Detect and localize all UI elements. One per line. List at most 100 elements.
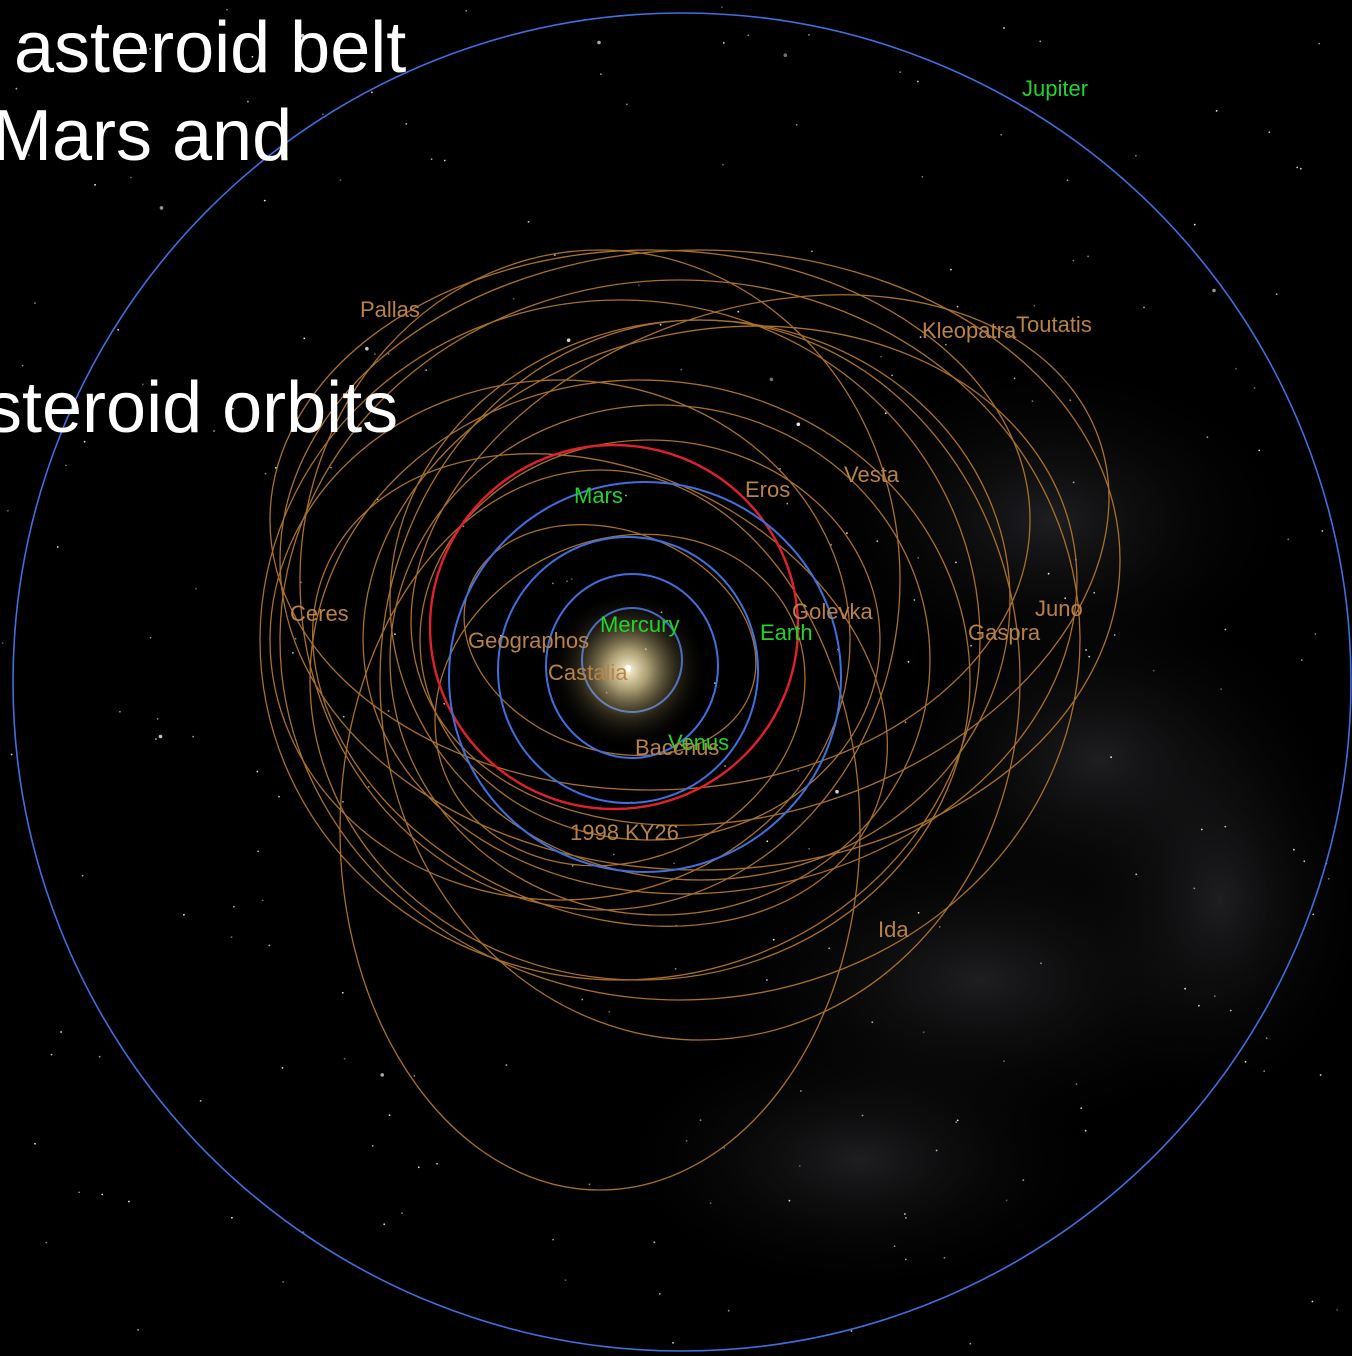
star [137,1329,140,1331]
star [387,710,390,712]
star [371,91,373,94]
star [21,364,24,367]
star [394,633,396,636]
star [119,710,121,713]
star [7,509,9,512]
star [1047,572,1050,575]
star [1229,1009,1232,1012]
star [1033,304,1036,307]
star [553,254,556,256]
asteroid-orbit [410,294,1110,826]
star [292,652,294,654]
star [880,355,882,358]
star [341,991,344,994]
asteroid-label-juno: Juno [1035,596,1083,621]
star [1066,179,1069,182]
star [371,1145,374,1147]
star [1319,1074,1322,1076]
star [699,1119,702,1122]
star [835,789,839,794]
star [552,582,554,585]
star [1152,669,1155,672]
star [600,73,602,75]
star [552,1238,554,1241]
star [1312,913,1315,916]
star [808,34,810,36]
star [1,642,4,644]
star [15,87,18,90]
asteroid-label-golevka: Golevka [792,599,873,624]
star [294,637,297,640]
star [783,53,788,57]
asteroid-orbit [434,533,806,867]
planet-label-jupiter: Jupiter [1022,76,1088,101]
star [1075,1083,1078,1085]
star [714,682,716,684]
star [65,464,67,467]
star [1198,1004,1200,1007]
star [149,48,152,50]
star [264,472,267,475]
star [405,123,408,125]
star [795,124,798,126]
star [907,661,910,663]
star [922,1031,925,1034]
asteroid-orbit [312,453,888,927]
star [1318,42,1321,45]
star [1003,1060,1005,1063]
star [413,1075,416,1077]
star [581,998,584,1001]
star [213,430,215,432]
star [1113,634,1116,636]
star [722,163,724,166]
star [380,1073,385,1077]
star [98,1055,101,1058]
star [830,543,833,546]
star [612,853,615,856]
star [956,305,959,308]
star [232,905,235,908]
venus-orbit [545,573,719,759]
star [913,599,916,601]
star [876,540,879,542]
star [83,440,86,443]
star [626,103,628,106]
star-field [1,6,1338,1345]
star [1299,167,1302,170]
star [300,33,305,38]
star [443,159,446,162]
star [263,199,266,202]
star [1005,1199,1008,1202]
star [1265,1037,1268,1040]
planet-label-mars: Mars [574,483,623,508]
star [34,302,36,304]
star [127,1200,130,1203]
star [570,578,573,580]
jupiter-orbit [12,12,1352,1352]
star [956,1119,959,1122]
star [766,840,769,843]
star [917,911,920,914]
star [955,561,957,564]
asteroid-label-bacchus: Bacchus [635,735,719,760]
asteroid-orbit [339,469,861,1191]
star [772,938,775,941]
star [1072,481,1075,484]
star [367,786,370,788]
asteroid-orbit [379,319,1021,1041]
venus-orbit-outer [497,536,759,804]
asteroid-orbit [279,249,1121,871]
star [1022,1179,1025,1181]
star [251,55,254,58]
star [383,1223,386,1226]
star [1213,995,1216,998]
star [850,1330,853,1332]
star [659,323,662,326]
star [588,1183,591,1186]
star [81,874,84,877]
star [247,100,249,103]
star [1064,597,1067,600]
star [769,377,774,382]
star [796,422,801,427]
